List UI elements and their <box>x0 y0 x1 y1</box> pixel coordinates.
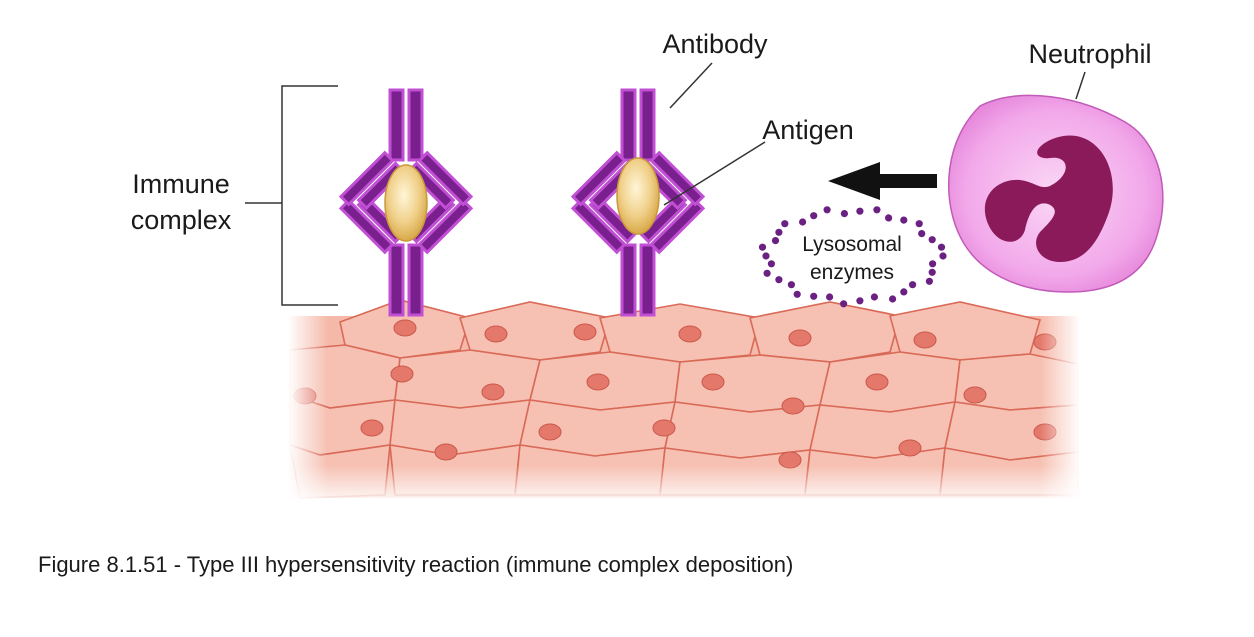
cell-nucleus <box>788 329 812 347</box>
figure-caption: Figure 8.1.51 - Type III hypersensitivit… <box>38 552 794 577</box>
enzyme-dot <box>889 295 897 303</box>
release-arrow <box>828 162 937 200</box>
cell-nucleus <box>586 373 610 391</box>
antigen-1 <box>384 164 428 242</box>
lysosomal-label-line2: enzymes <box>810 261 894 284</box>
cell-nucleus <box>360 419 384 437</box>
enzyme-dot <box>823 206 831 214</box>
cell-nucleus <box>390 365 414 383</box>
enzyme-dot <box>900 216 908 224</box>
cell-nucleus <box>652 419 676 437</box>
tissue-cell <box>674 354 831 413</box>
cell-nucleus <box>913 331 937 349</box>
neutrophil-pointer <box>1075 71 1086 100</box>
tissue-cell <box>749 301 902 363</box>
enzyme-dot <box>775 276 783 284</box>
enzyme-dot <box>939 252 947 260</box>
antigen-label: Antigen <box>762 115 854 145</box>
cell-nucleus <box>963 386 987 404</box>
cell-nucleus <box>701 373 725 391</box>
enzyme-dot <box>909 281 917 289</box>
neutrophil-nucleus <box>984 135 1113 262</box>
enzyme-dot <box>775 228 783 236</box>
enzyme-dot <box>758 243 767 251</box>
enzyme-dot <box>928 268 936 276</box>
enzyme-dot <box>928 236 936 244</box>
enzyme-dot <box>918 230 926 238</box>
enzyme-dot <box>781 220 789 228</box>
enzyme-dot <box>856 297 864 305</box>
enzyme-dot <box>915 220 923 228</box>
immune-complex-1 <box>339 88 473 317</box>
enzyme-dot <box>900 288 908 296</box>
enzyme-dot <box>885 214 893 222</box>
enzyme-dot <box>767 260 776 268</box>
enzyme-dot <box>937 243 946 251</box>
enzyme-dot <box>925 277 934 285</box>
immune-complex-2 <box>571 88 705 317</box>
enzyme-dot <box>870 293 879 301</box>
enzyme-dot <box>840 300 848 308</box>
antigen-pointer <box>663 141 766 206</box>
epithelial-tissue <box>288 299 1080 505</box>
cell-nucleus <box>538 423 562 441</box>
lysosomal-enzyme-dots <box>758 206 947 308</box>
enzyme-dot <box>793 290 801 298</box>
enzyme-dot <box>799 218 807 226</box>
cell-nucleus <box>434 443 458 461</box>
antibody-label: Antibody <box>662 29 768 59</box>
cell-nucleus <box>678 325 702 343</box>
cell-nucleus <box>484 325 508 343</box>
tissue-cell <box>888 301 1042 361</box>
neutrophil-label: Neutrophil <box>1028 39 1151 69</box>
enzyme-dot <box>810 292 818 300</box>
enzyme-dot <box>840 210 849 218</box>
immune-complex-label-line2: complex <box>131 205 232 235</box>
enzyme-dot <box>771 237 780 245</box>
tissue-cell <box>394 349 541 409</box>
immune-complex-label-line1: Immune <box>132 169 230 199</box>
antibody-pointer <box>669 62 713 109</box>
neutrophil <box>947 94 1164 293</box>
cell-nucleus <box>898 439 922 457</box>
enzyme-dot <box>856 207 864 215</box>
enzyme-dot <box>873 206 881 214</box>
tissue-cell <box>819 351 961 413</box>
immune-complex-bracket <box>245 85 338 306</box>
enzyme-dot <box>810 212 818 220</box>
cell-nucleus <box>781 397 805 415</box>
cell-nucleus <box>393 319 417 337</box>
enzyme-dot <box>763 269 771 277</box>
cell-nucleus <box>865 373 889 391</box>
cell-nucleus <box>481 383 505 401</box>
enzyme-dot <box>929 260 937 268</box>
lysosomal-label-line1: Lysosomal <box>802 233 902 256</box>
enzyme-dot <box>762 252 770 260</box>
cell-nucleus <box>573 323 597 341</box>
enzyme-dot <box>826 293 834 301</box>
enzyme-dot <box>787 281 796 289</box>
antigen-2 <box>616 157 660 235</box>
